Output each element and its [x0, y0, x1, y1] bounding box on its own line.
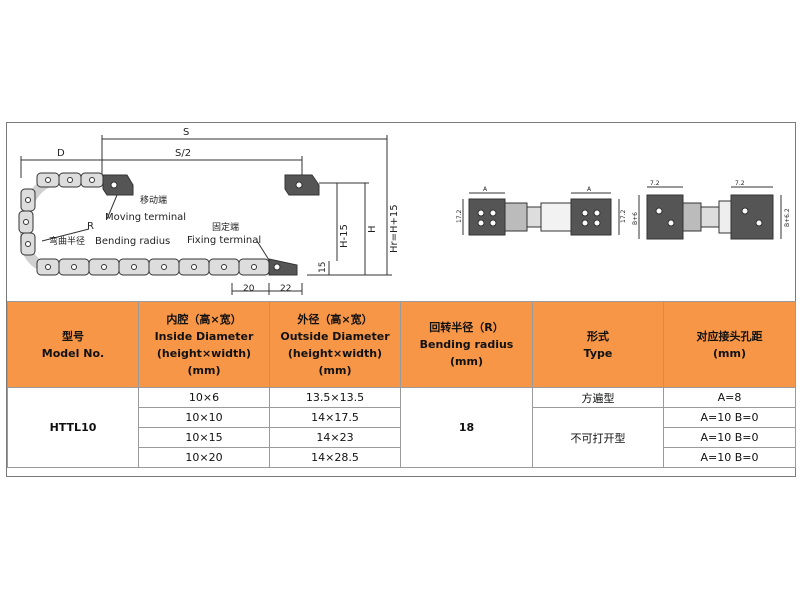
label-moving-cn: 移动端 [140, 194, 167, 206]
label-h15: H-15 [339, 224, 350, 248]
label-fixing-en: Fixing terminal [187, 235, 261, 246]
hole-cell: A=8 [663, 387, 796, 408]
label-dim-15: 15 [318, 262, 328, 273]
outside-cell: 14×28.5 [269, 447, 401, 468]
header-inside-diameter: 内腔（高×宽） Inside Diameter (height×width) (… [138, 301, 270, 388]
spec-table: 型号 Model No. 内腔（高×宽） Inside Diameter (he… [7, 301, 796, 468]
hole-cell: A=10 B=0 [663, 427, 796, 448]
outside-cell: 14×23 [269, 427, 401, 448]
header-outside-diameter: 外径（高×宽） Outside Diameter (height×width) … [269, 301, 401, 388]
dim-a-right: A [587, 186, 592, 193]
label-bending-cn: 弯曲半径 [49, 235, 85, 247]
chain-side-view [18, 135, 392, 295]
inside-cell: 10×10 [138, 407, 270, 428]
technical-drawing: S S/2 D R 移动端 Moving terminal 固定端 Fixing… [18, 127, 791, 295]
dim-7-2-left: 7.2 [650, 180, 660, 187]
model-cell: HTTL10 [7, 387, 139, 468]
dim-17-2-b: 17.2 [620, 209, 627, 223]
table-row: HTTL10 10×6 13.5×13.5 18 方遍型 A=8 [7, 387, 796, 468]
hole-cell: A=10 B=0 [663, 447, 796, 468]
type-cell: 方遍型 [532, 387, 664, 408]
chain-top-view-2 [638, 186, 782, 240]
outside-cell: 14×17.5 [269, 407, 401, 428]
dim-7-2-right: 7.2 [735, 180, 745, 187]
label-d: D [57, 148, 65, 159]
chain-top-view [462, 192, 620, 236]
label-bending-en: Bending radius [95, 236, 170, 247]
hole-cell: A=10 B=0 [663, 407, 796, 428]
dim-17-2-a: 17.2 [456, 209, 463, 223]
label-dim-20: 20 [243, 284, 255, 294]
header-type: 形式 Type [532, 301, 664, 388]
label-fixing-cn: 固定端 [212, 221, 239, 233]
inside-cell: 10×6 [138, 387, 270, 408]
dim-b-plus-6-2: B+6.2 [784, 208, 791, 227]
inside-cell: 10×20 [138, 447, 270, 468]
label-moving-en: Moving terminal [105, 212, 186, 223]
label-h: H [367, 225, 378, 233]
dim-b-plus-6: B+6 [632, 212, 639, 225]
table-row: 10×15 14×23 A=10 B=0 [8, 427, 796, 448]
outside-cell: 13.5×13.5 [269, 387, 401, 408]
label-s-half: S/2 [175, 148, 191, 159]
table-row: 10×20 14×28.5 A=10 B=0 [8, 447, 796, 468]
label-r: R [87, 221, 94, 232]
type-cell-merged: 不可打开型 [532, 407, 664, 468]
bracket-dim-labels: 17.2 A A 17.2 7.2 B+6 7.2 B+6.2 [456, 180, 791, 227]
header-hole-distance: 对应接头孔距 (mm) [663, 301, 796, 388]
label-s: S [183, 127, 189, 138]
bending-radius-cell: 18 [400, 387, 533, 468]
table-header-row: 型号 Model No. 内腔（高×宽） Inside Diameter (he… [7, 301, 796, 388]
header-model: 型号 Model No. [7, 301, 139, 388]
inside-cell: 10×15 [138, 427, 270, 448]
label-dim-22: 22 [280, 284, 291, 294]
label-h-total: Hr=H+15 [389, 204, 400, 253]
drawing-labels: S S/2 D R 移动端 Moving terminal 固定端 Fixing… [49, 127, 400, 294]
dim-a-left: A [483, 186, 488, 193]
header-bending-radius: 回转半径（R） Bending radius (mm) [400, 301, 533, 388]
spec-frame: S S/2 D R 移动端 Moving terminal 固定端 Fixing… [6, 122, 796, 477]
